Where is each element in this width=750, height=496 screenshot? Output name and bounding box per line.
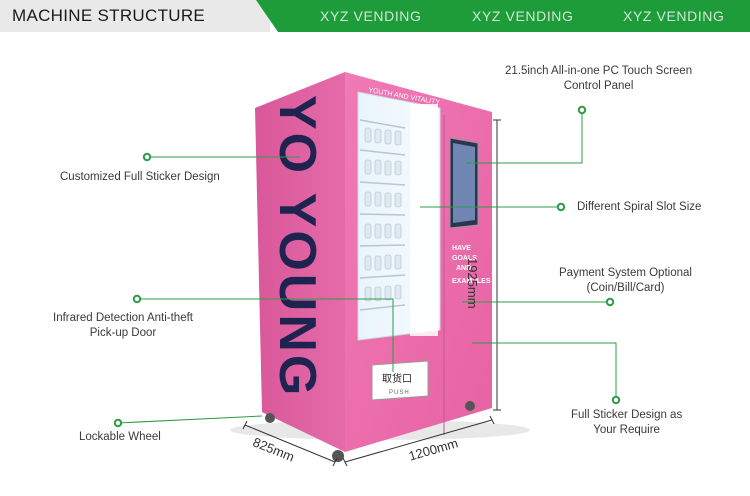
touch-screen-label-line1: 21.5inch All-in-one PC Touch Screen	[505, 65, 693, 77]
side-brand-text: YO YOUNG	[268, 95, 326, 398]
payment-label-line2: (Coin/Bill/Card)	[586, 282, 665, 294]
touch-screen-label-line2: Control Panel	[563, 80, 634, 92]
products	[364, 127, 402, 302]
height-dimension: 1925mm	[465, 258, 480, 309]
infrared-label: Infrared Detection Anti-theft Pick-up Do…	[53, 311, 193, 341]
pickup-door-push: PUSH	[389, 390, 410, 396]
callout-lines	[117, 110, 617, 424]
sticker-require-label-line1: Full Sticker Design as	[571, 409, 683, 421]
light-strip	[410, 104, 438, 336]
brand-text: XYZ VENDING	[623, 8, 725, 24]
sticker-require-label-line2: Your Require	[593, 424, 660, 436]
sticker-require-label: Full Sticker Design as Your Require	[571, 408, 682, 438]
header-bar: MACHINE STRUCTURE XYZ VENDING XYZ VENDIN…	[0, 0, 750, 32]
touch-screen-label: 21.5inch All-in-one PC Touch Screen Cont…	[505, 64, 692, 94]
dimension-lines	[242, 119, 501, 467]
spiral-shelves	[359, 119, 406, 311]
header-title-panel: MACHINE STRUCTURE	[0, 0, 270, 32]
callout-dots	[113, 105, 621, 428]
pickup-door-label: 取货口	[382, 372, 412, 385]
brand-text: XYZ VENDING	[320, 8, 422, 24]
payment-label: Payment System Optional (Coin/Bill/Card)	[559, 266, 692, 296]
wheels	[265, 401, 475, 462]
page-title: MACHINE STRUCTURE	[12, 6, 206, 25]
panel-slogan-line: EXAMPLES	[452, 278, 491, 285]
side-panel	[255, 72, 345, 452]
infrared-label-line1: Infrared Detection Anti-theft	[53, 312, 193, 324]
panel-slogan-line: GOALS	[452, 255, 477, 262]
touch-screen-display	[453, 143, 475, 223]
panel-slogan-line: HAVE	[452, 245, 471, 252]
pickup-door	[371, 360, 429, 401]
spiral-slot-label: Different Spiral Slot Size	[577, 201, 702, 213]
brand-text: XYZ VENDING	[472, 8, 574, 24]
infrared-label-line2: Pick-up Door	[89, 327, 157, 339]
header-brand-panel	[256, 0, 750, 32]
panel-slogan-line: AND	[456, 265, 471, 272]
full-sticker-label: Customized Full Sticker Design	[60, 171, 220, 183]
payment-label-line1: Payment System Optional	[559, 267, 692, 279]
lockable-wheel-label: Lockable Wheel	[79, 431, 161, 443]
